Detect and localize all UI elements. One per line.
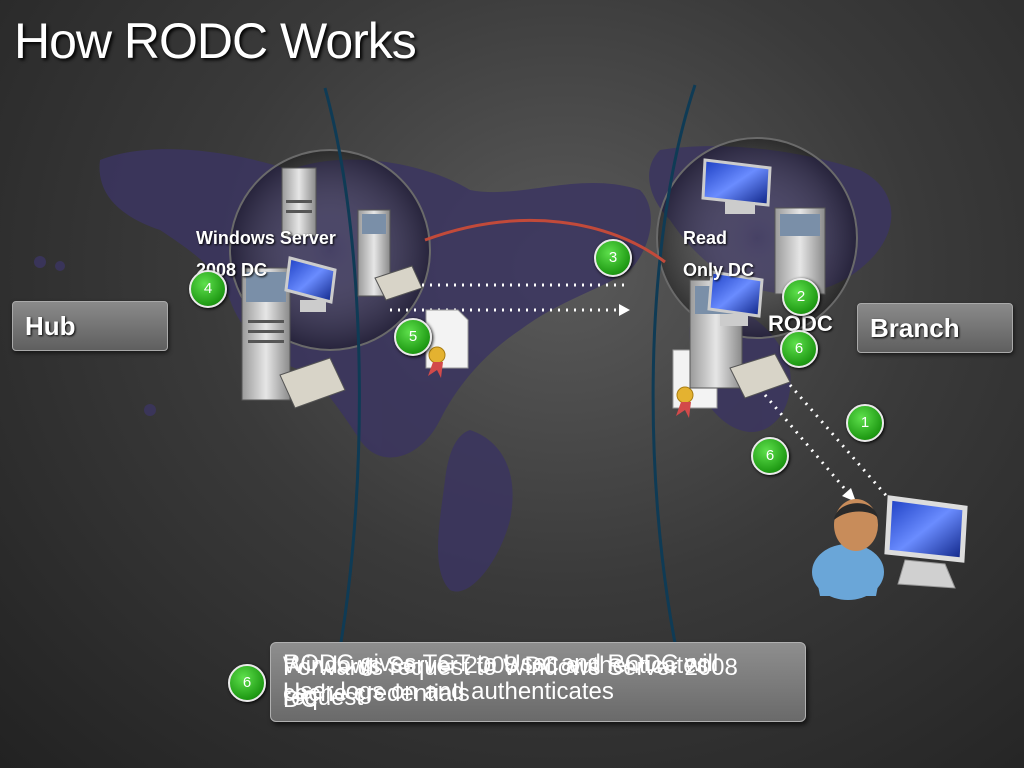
hub-monitor-icon — [284, 256, 337, 312]
branch-server-label-line2: Only DC — [683, 260, 755, 280]
user-avatar-icon — [812, 499, 884, 600]
callout-text-2: Windows Server 2008 DC authenticates — [283, 652, 709, 679]
callout-text-6: request — [283, 684, 364, 711]
dotted-arrow-from-user — [788, 384, 892, 501]
step-badge-2: 2 — [782, 278, 820, 316]
step-badge-6-user: 6 — [751, 437, 789, 475]
hub-separator — [323, 87, 361, 701]
callout-text-4: User logs on and authenticates — [283, 678, 614, 705]
hub-server-small-icon — [281, 167, 317, 237]
hub-server-label-line1: Windows Server — [196, 228, 336, 248]
arrowhead-icon — [619, 304, 630, 316]
callout-step-badge: 6 — [228, 664, 266, 702]
callout-text-3: Forwards request to Windows Server 2008 — [283, 654, 738, 681]
certificate-icon — [425, 309, 469, 378]
branch-separator — [651, 84, 697, 711]
arrowhead-icon — [842, 488, 856, 502]
step-badge-5: 5 — [394, 318, 432, 356]
step-badge-6-rodc: 6 — [780, 330, 818, 368]
hub-server-right-icon — [357, 209, 423, 301]
branch-monitor-rodc-icon — [707, 270, 764, 326]
step-badge-3: 3 — [594, 239, 632, 277]
replication-arc — [424, 219, 666, 264]
dotted-arrow-to-user — [763, 394, 852, 496]
user-workstation-monitor-icon — [884, 495, 968, 589]
hub-label: Hub — [12, 301, 168, 351]
step-badge-4: 4 — [189, 270, 227, 308]
branch-label: Branch — [857, 303, 1013, 353]
hub-server-main-icon — [241, 267, 346, 409]
branch-server-label-line1: Read — [683, 228, 728, 248]
callout-text-1: RODC gives TGT to User and RODC will — [283, 650, 719, 677]
callout-text-5: cache credentials — [283, 680, 470, 707]
branch-monitor-top-icon — [701, 158, 772, 214]
step-description-callout: RODC gives TGT to User and RODC will Win… — [270, 642, 806, 722]
step-badge-1: 1 — [846, 404, 884, 442]
slide-title: How RODC Works — [14, 13, 417, 69]
callout-text-7: DC — [283, 686, 318, 713]
